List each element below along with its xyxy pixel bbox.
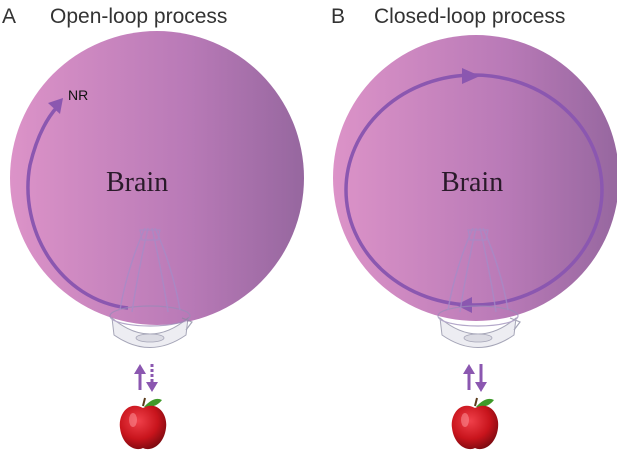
- open-loop-arc: [26, 104, 129, 310]
- panel-a: A Open-loop process Brain NR: [2, 5, 304, 450]
- brain-label-b: Brain: [441, 167, 503, 198]
- eye-icon: [437, 227, 521, 348]
- brain-circle-b: [333, 35, 617, 321]
- arrow-pair-a: [134, 364, 158, 392]
- apple-icon: [119, 397, 167, 450]
- eye-icon: [109, 227, 193, 348]
- brain-label-a: Brain: [106, 167, 168, 198]
- panel-a-title: Open-loop process: [50, 5, 227, 28]
- apple-icon: [451, 397, 499, 450]
- nr-label: NR: [68, 87, 88, 103]
- open-loop-arrowhead: [48, 98, 63, 114]
- panel-a-letter: A: [2, 5, 16, 28]
- arrow-pair-b: [463, 364, 487, 392]
- panel-b-letter: B: [331, 5, 345, 28]
- closed-loop-arrowhead-top: [462, 68, 480, 84]
- closed-loop-arrowhead-bottom: [456, 297, 472, 313]
- panel-b-title: Closed-loop process: [374, 5, 565, 28]
- panel-b: B Closed-loop process Brain: [331, 5, 617, 450]
- brain-circle-a: [10, 31, 304, 325]
